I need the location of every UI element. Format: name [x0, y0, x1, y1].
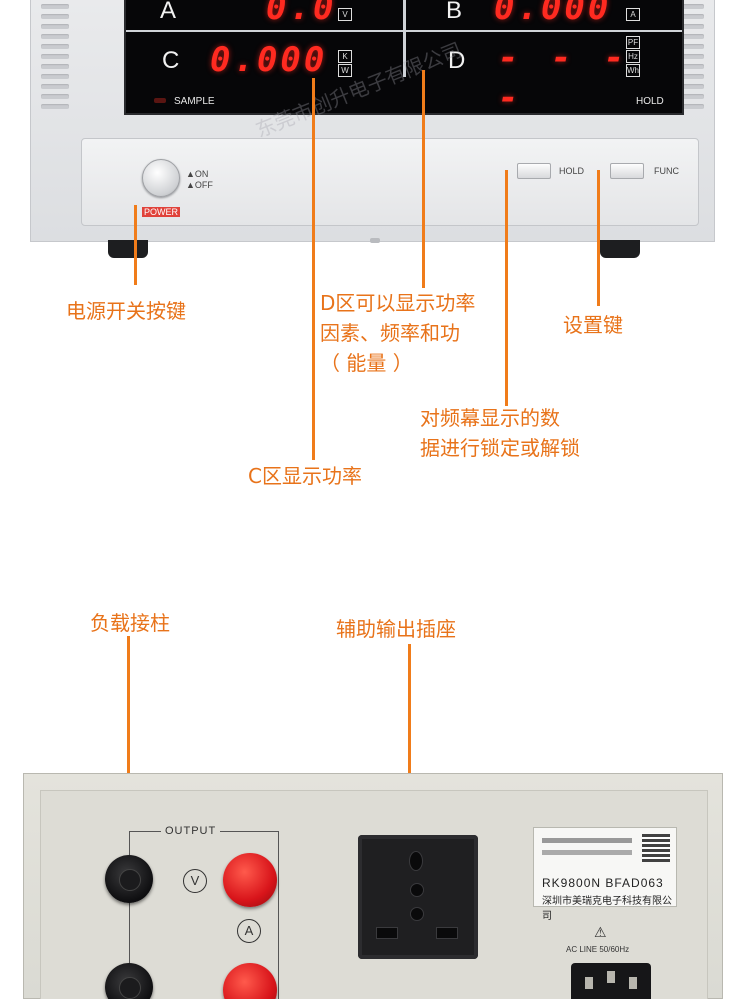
annotation-zone-d-line2: 因素、频率和功	[320, 321, 460, 345]
hold-indicator-label: HOLD	[636, 96, 664, 107]
zone-c-unit-k: K	[338, 50, 352, 63]
ac-line-label: AC LINE 50/60Hz	[566, 945, 630, 954]
socket-slot-left	[376, 927, 398, 939]
zone-d-unit-hz: Hz	[626, 50, 640, 63]
func-button[interactable]	[610, 163, 644, 179]
rear-instrument-case: OUTPUT V A RK9800N BFAD063 深圳市美瑞克电子科技有限公…	[23, 773, 723, 999]
leader-line-func	[597, 170, 600, 306]
leader-line-load-terminal	[127, 636, 130, 868]
model-number: RK9800N BFAD063	[542, 876, 664, 890]
case-screw	[370, 238, 380, 243]
on-label: ON	[194, 169, 209, 179]
left-foot	[108, 240, 148, 258]
annotation-zone-d-line1: D区可以显示功率	[320, 291, 476, 315]
annotation-load-terminal: 负载接柱	[90, 611, 170, 635]
zone-a-letter: A	[160, 0, 177, 24]
zone-a-unit: V	[338, 8, 352, 21]
annotation-hold-line1: 对频幕显示的数	[420, 406, 560, 430]
lcd-display: A 0.0 V B 0.000 A C 0.000 K W D - - - - …	[124, 0, 684, 118]
socket-slot-right	[436, 927, 458, 939]
zone-b-value: 0.000	[494, 0, 612, 28]
right-foot	[600, 240, 640, 258]
power-button[interactable]	[142, 159, 180, 197]
load-terminal-black-bottom[interactable]	[105, 963, 153, 999]
zone-c-letter: C	[162, 47, 180, 74]
aux-output-socket[interactable]	[358, 835, 478, 959]
socket-hole-low	[410, 907, 424, 921]
output-label: OUTPUT	[161, 825, 221, 837]
func-button-label: FUNC	[654, 166, 679, 176]
leader-line-zone-c	[312, 78, 315, 460]
hold-button-label: HOLD	[559, 166, 585, 176]
ammeter-symbol: A	[237, 919, 261, 943]
annotation-zone-c: C区显示功率	[248, 464, 362, 488]
on-off-indicator: ▲ON ▲OFF	[186, 169, 213, 191]
socket-hole-mid	[410, 883, 424, 897]
right-vent-grille	[670, 4, 710, 124]
zone-d-unit-pf: PF	[626, 36, 640, 49]
load-terminal-black-top[interactable]	[105, 855, 153, 903]
front-control-panel: POWER ▲ON ▲OFF HOLD FUNC	[81, 138, 699, 226]
ac-power-inlet[interactable]	[571, 963, 651, 999]
zone-b-letter: B	[446, 0, 463, 24]
hold-button[interactable]	[517, 163, 551, 179]
front-instrument-case: A 0.0 V B 0.000 A C 0.000 K W D - - - - …	[30, 0, 715, 242]
zone-c-value: 0.000	[210, 40, 328, 80]
leader-line-aux-socket	[408, 644, 411, 856]
sample-label: SAMPLE	[174, 96, 215, 107]
sample-indicator-led	[154, 98, 166, 103]
annotation-aux-socket: 辅助输出插座	[336, 617, 456, 641]
qr-code-icon	[642, 834, 670, 862]
socket-hole-top	[409, 851, 423, 871]
off-label: OFF	[194, 180, 213, 190]
nameplate: RK9800N BFAD063 深圳市美瑞克电子科技有限公司	[533, 827, 677, 922]
annotation-power-switch: 电源开关按键	[66, 299, 186, 323]
zone-d-letter: D	[448, 47, 466, 74]
company-name: 深圳市美瑞克电子科技有限公司	[542, 896, 672, 922]
load-terminal-red-top[interactable]	[223, 853, 277, 907]
annotation-hold-line2: 据进行锁定或解锁	[420, 436, 580, 460]
warning-icon: ⚠	[594, 925, 607, 941]
zone-c-unit-w: W	[338, 64, 352, 77]
rear-panel: OUTPUT V A RK9800N BFAD063 深圳市美瑞克电子科技有限公…	[40, 790, 708, 999]
power-tag-label: POWER	[142, 207, 181, 217]
zone-d-value: - - - -	[498, 38, 631, 118]
annotation-settings-key: 设置键	[563, 313, 623, 337]
display-divider-vertical	[403, 0, 406, 77]
zone-d-unit-wh: Wh	[626, 64, 640, 77]
zone-a-value: 0.0	[266, 0, 337, 28]
voltmeter-symbol: V	[183, 869, 207, 893]
left-vent-grille	[35, 4, 75, 124]
annotation-zone-d-line3: （ 能量 ）	[320, 351, 413, 375]
leader-line-hold	[505, 170, 508, 406]
zone-b-unit: A	[626, 8, 640, 21]
leader-line-power	[134, 205, 137, 285]
on-arrow-icon: ▲	[186, 169, 195, 179]
leader-line-zone-d	[422, 70, 425, 288]
load-terminal-red-bottom[interactable]	[223, 963, 277, 999]
off-arrow-icon: ▲	[186, 180, 195, 190]
